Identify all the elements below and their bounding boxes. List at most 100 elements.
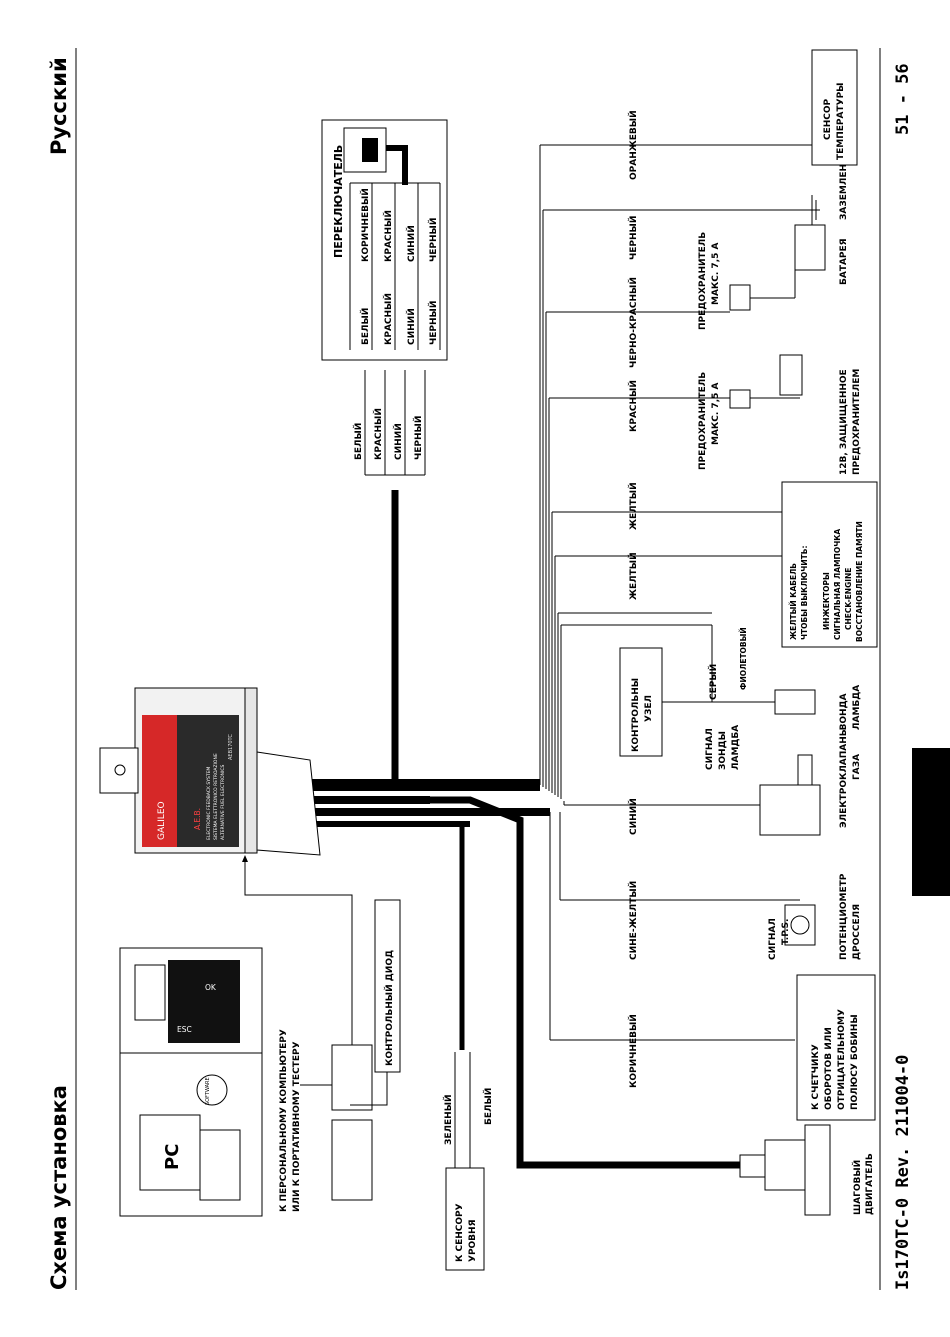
tester-caption-2: ИЛИ К ПОРТАТИВНОМУ ТЕСТЕРУ xyxy=(292,1041,302,1212)
ecu-red-panel xyxy=(142,715,177,847)
bundle-label-3: СИНИЙ xyxy=(392,423,404,460)
control-node-box xyxy=(619,647,663,757)
rpm-block: К СЧЕТЧИКУ ОБОРОТОВ ИЛИ ОТРИЦАТЕЛЬНОМУ П… xyxy=(796,974,876,1121)
ecu-connector xyxy=(256,751,321,856)
tester-caption-1: К ПЕРСОНАЛЬНОМУ КОМПЬЮТЕРУ xyxy=(279,1029,289,1212)
document-id: Is170TC-0 Rev. 211004-0 xyxy=(893,1055,913,1290)
led-label: КОНТРОЛЬНЫЙ ДИОД xyxy=(383,950,395,1066)
led-block: КОНТРОЛЬНЫЙ ДИОД xyxy=(350,899,401,1106)
control-node-2: УЗЕЛ xyxy=(644,695,654,722)
rpm-line-1: К СЧЕТЧИКУ xyxy=(811,1044,821,1110)
level-wire-2: БЕЛЫЙ xyxy=(482,1088,494,1125)
tps-signal-2: T.P.S. xyxy=(781,919,791,945)
temp-label-1: СЕНСОР xyxy=(823,98,833,140)
wire-brown: КОРИЧНЕВЫЙ xyxy=(627,1014,639,1088)
tester-keypad xyxy=(168,960,240,1043)
ecu-line1: ELECTRONIC FEEDBACK SYSTEM xyxy=(206,767,212,840)
yellow-line-6: CHECK-ENGINE xyxy=(844,568,853,630)
power-block: ПРЕДОХРАНИТЕЛЬ МАКС. 7,5 А 12В, ЗАЩИЩЕНН… xyxy=(698,150,862,475)
yellow-line-7: ВОССТАНОВЛЕНИЕ ПАМЯТИ xyxy=(855,521,864,642)
stepper-block: ШАГОВЫЙ ДВИГАТЕЛЬ xyxy=(739,1124,875,1216)
switch-wire-left-1: БЕЛЫЙ xyxy=(359,308,371,345)
bundle-label-4: ЧЕРНЫЙ xyxy=(412,416,424,460)
ecu-line3: ALTERNATIVE FUEL ELECTRONICS xyxy=(220,765,226,840)
wire-violet: ФИОЛЕТОВЫЙ xyxy=(739,627,748,690)
wire-red: КРАСНЫЙ xyxy=(627,380,639,432)
switch-wire-right-3: СИНИЙ xyxy=(405,225,417,262)
ignition-key xyxy=(779,354,803,396)
cd-label: SOFTWARE xyxy=(205,1077,211,1105)
rpm-box xyxy=(796,974,876,1121)
key-ok: OK xyxy=(205,983,217,992)
ecu-brand: GALILEO xyxy=(157,801,167,840)
yellow-line-2: ЧТОБЫ ВЫКЛЮЧИТЬ: xyxy=(800,546,809,640)
yellow-cable-block: ЖЕЛТЫЙ КАБЕЛЬ ЧТОБЫ ВЫКЛЮЧИТЬ: ИНЖЕКТОРЫ… xyxy=(781,481,878,648)
pc-keyboard xyxy=(199,1129,241,1201)
rpm-line-3: ОТРИЦАТЕЛЬНОМУ xyxy=(837,1009,847,1110)
wire-blue: СИНИЙ xyxy=(627,798,639,835)
fuse-2 xyxy=(729,284,751,311)
level-sensor-box xyxy=(445,1167,485,1271)
switch-title: ПЕРЕКЛЮЧАТЕЛЬ xyxy=(332,145,345,258)
pc-label: PC xyxy=(162,1144,183,1170)
key12v-label-1: 12В, ЗАЩИЩЕННОЕ xyxy=(839,369,849,475)
stepper-label-2: ДВИГАТЕЛЬ xyxy=(865,1153,875,1215)
page-title: Схема установка xyxy=(47,1085,71,1290)
level-label-1: К СЕНСОРУ xyxy=(455,1203,465,1262)
yellow-line-1: ЖЕЛТЫЙ КАБЕЛЬ xyxy=(789,563,798,640)
stepper-body xyxy=(764,1139,811,1191)
switch-wire-left-3: СИНИЙ xyxy=(405,308,417,345)
level-wire-1: ЗЕЛЕНЫЙ xyxy=(442,1094,454,1145)
wire-black: ЧЕРНЫЙ xyxy=(627,216,639,260)
fuse2-label-2: МАКС. 7,5 А xyxy=(711,242,721,305)
valve-body xyxy=(759,784,821,836)
battery xyxy=(794,224,826,271)
switch-wire-right-2: КРАСНЫЙ xyxy=(382,210,394,262)
lambda-probe xyxy=(774,689,816,715)
tester-screen xyxy=(134,964,166,1021)
rpm-line-4: ПОЛЮСУ БОБИНЫ xyxy=(850,1014,860,1110)
lambda-label-1: ЗОНДА xyxy=(839,693,849,730)
tps-signal-1: СИГНАЛ xyxy=(768,918,778,960)
cd-disc xyxy=(196,1074,228,1106)
stepper-pipe xyxy=(804,1124,831,1216)
bundle-label-1: БЕЛЫЙ xyxy=(352,423,364,460)
fuse-1 xyxy=(729,389,751,409)
ecu-dark-panel xyxy=(177,715,239,847)
wire-labels: КОРИЧНЕВЫЙ СИНЕ-ЖЕЛТЫЙ СИНИЙ ЖЕЛТЫЙ ЖЕЛТ… xyxy=(627,110,639,1088)
temp-block: СЕНСОР ТЕМПЕРАТУРЫ xyxy=(811,49,858,166)
yellow-cable-box xyxy=(781,481,878,648)
switch-wire-left-2: КРАСНЫЙ xyxy=(382,293,394,345)
main-harness xyxy=(310,144,812,1169)
switch-wire-right-1: КОРИЧНЕВЫЙ xyxy=(359,188,371,262)
lambda-signal-3: ЛАМДБА xyxy=(731,725,741,770)
lambda-label-2: ЛАМБДА xyxy=(852,685,862,730)
valves-label-2: ГАЗА xyxy=(852,754,862,780)
bundle-label-2: КРАСНЫЙ xyxy=(372,408,384,460)
key12v-label-2: ПРЕДОХРАНИТЕЛЕМ xyxy=(852,369,862,475)
ecu-model: AEB170TC xyxy=(228,734,234,760)
level-label-2: УРОВНЯ xyxy=(468,1219,478,1262)
wire-orange: ОРАНЖЕВЫЙ xyxy=(627,110,639,180)
temp-label-2: ТЕМПЕРАТУРЫ xyxy=(836,83,846,160)
lambda-signal-2: ЗОНДЫ xyxy=(718,731,728,770)
diag-connector xyxy=(331,1044,373,1111)
fuse1-label-2: МАКС. 7,5 А xyxy=(711,382,721,445)
yellow-line-5: СИГНАЛЬНАЯ ЛАМПОЧКА xyxy=(833,529,842,640)
battery-label: БАТАРЕЯ xyxy=(839,238,849,285)
tps-label-1: ПОТЕНЦИОМЕТР xyxy=(839,873,849,960)
led-label-box xyxy=(374,899,401,1073)
valves-block: ЭЛЕКТРОКЛАПАНЫ ГАЗА xyxy=(759,727,862,836)
ecu-galileo: GALILEO A.E.B. ELECTRONIC FEEDBACK SYSTE… xyxy=(99,687,321,856)
tps-label-2: ДРОССЕЛЯ xyxy=(852,904,862,960)
wire-gray: СЕРЫЙ xyxy=(707,664,719,700)
level-sensor-block: ЗЕЛЕНЫЙ БЕЛЫЙ К СЕНСОРУ УРОВНЯ xyxy=(442,1052,494,1271)
ecu-logo: A.E.B. xyxy=(193,808,202,830)
lambda-block: КОНТРОЛЬНЫ УЗЕЛ СЕРЫЙ ФИОЛЕТОВЫЙ СИГНАЛ … xyxy=(619,625,862,770)
key-esc: ESC xyxy=(177,1025,192,1034)
valves-label-1: ЭЛЕКТРОКЛАПАНЫ xyxy=(839,727,849,828)
yellow-line-4: ИНЖЕКТОРЫ xyxy=(822,572,831,630)
lambda-signal-1: СИГНАЛ xyxy=(705,728,715,770)
wire-yellow-2: ЖЕЛТЫЙ xyxy=(627,482,639,530)
temp-sensor-box xyxy=(811,49,858,166)
